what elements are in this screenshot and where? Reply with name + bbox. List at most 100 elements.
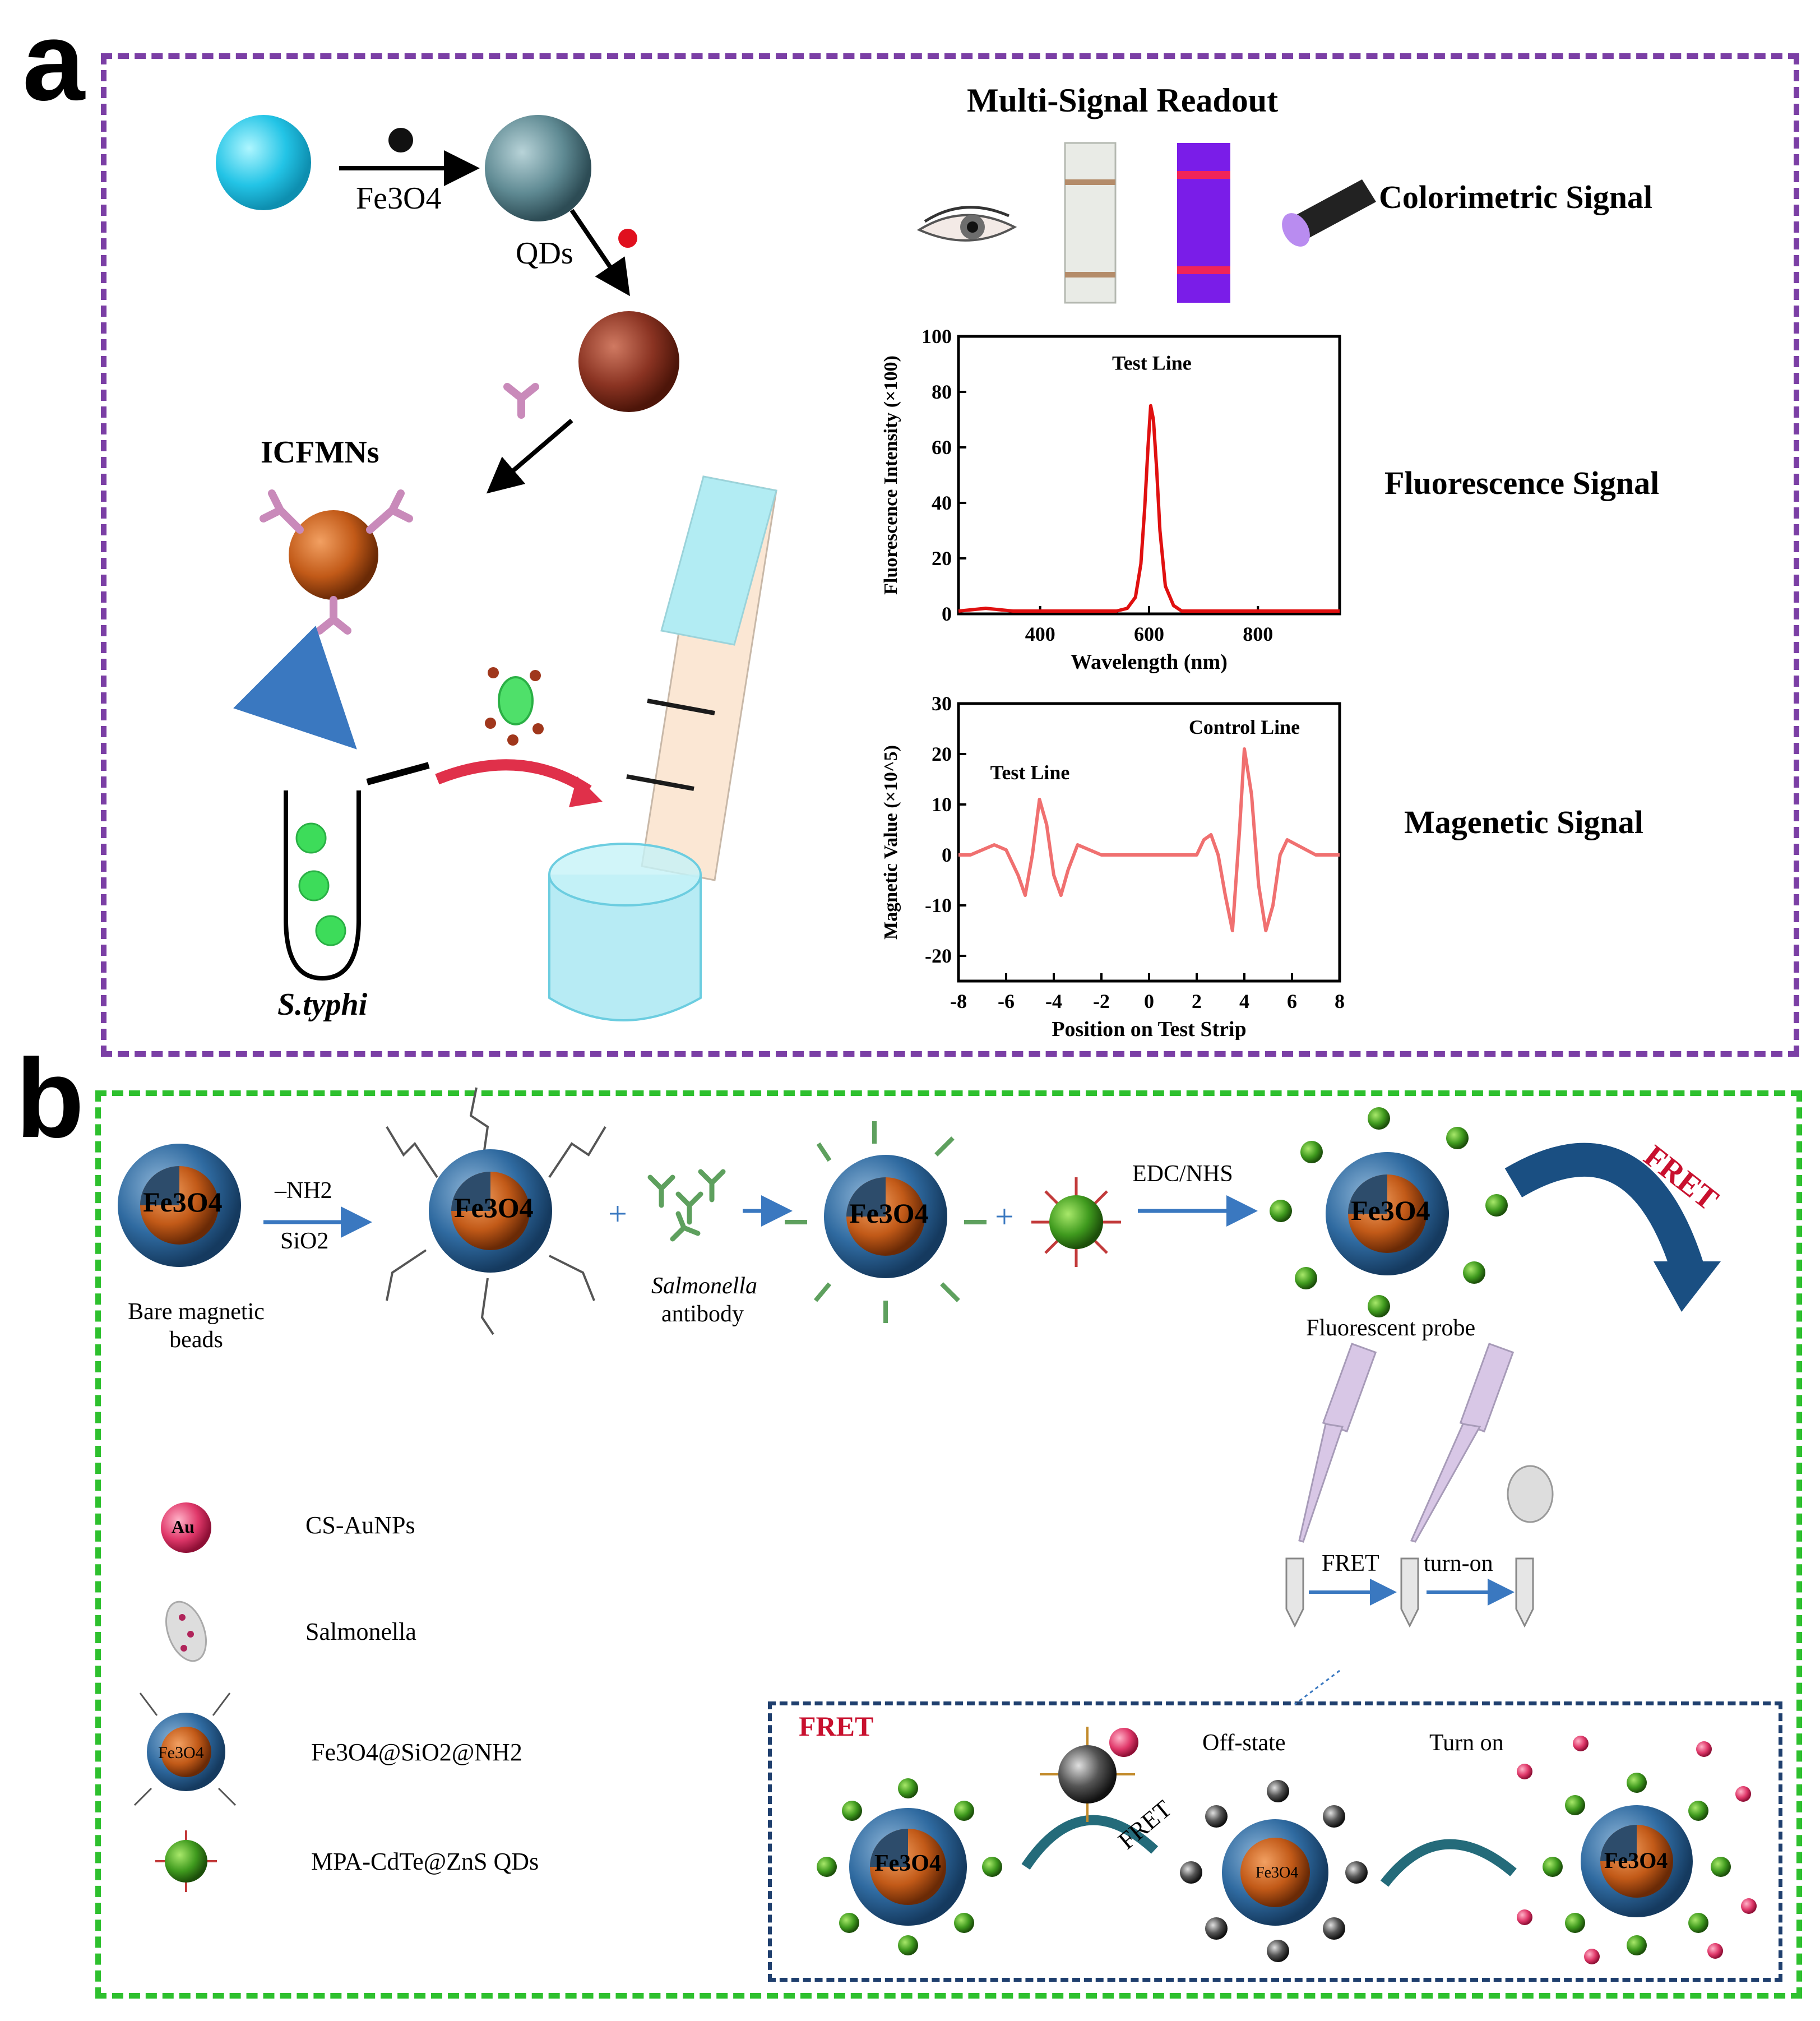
legend-mpa-qds: MPA-CdTe@ZnS QDs	[311, 1848, 539, 1875]
strip-uv	[1177, 143, 1230, 303]
icfmns-label: ICFMNs	[261, 435, 379, 470]
pipette-2	[1410, 1343, 1515, 1543]
pipette	[366, 762, 430, 785]
x-tick-label: -2	[1093, 990, 1110, 1012]
fe3o4-label-amine: Fe3O4	[454, 1192, 534, 1223]
chart-annotation: Control Line	[1189, 716, 1300, 738]
icfmn-sphere	[289, 510, 378, 600]
edc-nhs-label: EDC/NHS	[1132, 1161, 1233, 1187]
arrow-antibody	[486, 418, 573, 494]
fe3o4-label-bare: Fe3O4	[143, 1186, 223, 1218]
turn-on-step-label: turn-on	[1424, 1551, 1493, 1576]
x-tick-label: 800	[1243, 623, 1273, 645]
inset-au-particle	[1040, 1727, 1138, 1822]
salmonella-antibody-italic: Salmonella	[651, 1273, 757, 1299]
nh2-label: –NH2	[275, 1178, 332, 1204]
blue-curved-arrow	[233, 626, 357, 750]
red-curved-arrow	[435, 759, 592, 796]
x-tick-label: -6	[998, 990, 1015, 1012]
fe3o4-label-inset-2: Fe3O4	[1256, 1864, 1299, 1881]
panel-label-b: b	[16, 1036, 85, 1161]
flashlight-icon	[1282, 179, 1376, 247]
y-tick-label: 20	[932, 743, 952, 765]
x-tick-label: 2	[1192, 990, 1202, 1012]
fluorescence-signal-label: Fluorescence Signal	[1384, 465, 1660, 501]
multi-signal-title: Multi-Signal Readout	[967, 82, 1279, 119]
salmonella-antibody-rest: antibody	[661, 1301, 744, 1327]
legend-fe3o4-sio2-nh2: Fe3O4@SiO2@NH2	[311, 1738, 522, 1766]
y-axis-label: Fluorescence Intensity (×100)	[881, 355, 901, 595]
y-tick-label: 40	[932, 492, 952, 514]
x-tick-label: 8	[1335, 990, 1345, 1012]
fe3o4-label-inset-3: Fe3O4	[1604, 1848, 1668, 1873]
inset-probe	[817, 1778, 1002, 1955]
y-axis-label: Magnetic Value (×10^5)	[881, 745, 901, 940]
magnetic-signal-label: Magenetic Signal	[1404, 804, 1643, 840]
salmonella-legend-icon	[165, 1601, 207, 1662]
x-tick-label: 6	[1287, 990, 1297, 1012]
qds-label: QDs	[516, 236, 573, 271]
icfmn-antibodies	[260, 489, 413, 635]
legend-cs-aunps: CS-AuNPs	[305, 1511, 415, 1539]
fluorescent-magnetic-sphere	[578, 311, 679, 412]
panel-a-frame	[101, 53, 1799, 1057]
qd-particle	[1031, 1177, 1121, 1267]
fe3o4-label: Fe3O4	[356, 181, 442, 216]
bare-magnetic-bead	[118, 1144, 241, 1267]
au-text: Au	[172, 1516, 194, 1537]
panel-b-frame	[95, 1090, 1802, 1999]
inset-turnon	[1517, 1736, 1757, 1964]
au-legend-icon	[161, 1502, 211, 1553]
fluorescent-probe	[1270, 1107, 1508, 1317]
fe3o4-label-antibody: Fe3O4	[849, 1197, 929, 1229]
fe3o4-sio2-nh2-legend-icon	[133, 1692, 237, 1806]
y-tick-label: -10	[925, 894, 952, 917]
y-tick-label: 20	[932, 547, 952, 570]
plus-2: +	[995, 1198, 1014, 1235]
amine-bead	[386, 1087, 606, 1335]
x-tick-label: 400	[1025, 623, 1055, 645]
y-tick-label: 10	[932, 793, 952, 816]
series-line	[958, 747, 1340, 932]
qd-legend-icon	[155, 1830, 217, 1892]
x-axis-label: Wavelength (nm)	[1071, 650, 1228, 674]
y-tick-label: 0	[942, 603, 952, 625]
silica-sphere	[216, 115, 311, 210]
fret-inset-frame	[768, 1701, 1782, 1982]
colorimetric-signal-label: Colorimetric Signal	[1379, 179, 1653, 215]
y-tick-label: 30	[932, 692, 952, 715]
y-tick-label: -20	[925, 945, 952, 967]
fret-arrow-head	[1654, 1261, 1721, 1312]
x-axis-label: Position on Test Strip	[1052, 1018, 1246, 1040]
y-tick-label: 60	[932, 436, 952, 459]
fluorescent-probe-label: Fluorescent probe	[1306, 1315, 1476, 1341]
x-tick-label: 0	[1144, 990, 1154, 1012]
styphi-label: S.typhi	[277, 987, 368, 1022]
inset-off-state: Off-state	[1202, 1730, 1286, 1756]
sio2-label: SiO2	[280, 1228, 329, 1254]
bound-beads	[485, 667, 544, 746]
y-tick-label: 0	[942, 844, 952, 866]
x-tick-label: -8	[950, 990, 967, 1012]
x-tick-label: -4	[1045, 990, 1062, 1012]
beaker	[548, 843, 702, 1021]
test-strip	[626, 475, 777, 881]
antibody-bead	[785, 1121, 987, 1323]
antibody-icon	[503, 383, 539, 419]
inset-arrow-2	[1380, 1839, 1517, 1887]
x-tick-label: 600	[1134, 623, 1164, 645]
bare-beads-label: Bare magnetic beads	[128, 1299, 265, 1353]
tubes	[1285, 1557, 1534, 1628]
salmonella-in-tube	[295, 822, 346, 946]
inset-fret-title: FRET	[799, 1710, 874, 1742]
antibody-cluster	[647, 1169, 726, 1242]
inset-turn-on: Turn on	[1429, 1730, 1504, 1756]
y-tick-label: 80	[932, 381, 952, 403]
fret-curved-arrow	[1504, 1143, 1703, 1273]
magnetic-sphere	[485, 115, 591, 221]
legend-salmonella: Salmonella	[305, 1618, 416, 1645]
